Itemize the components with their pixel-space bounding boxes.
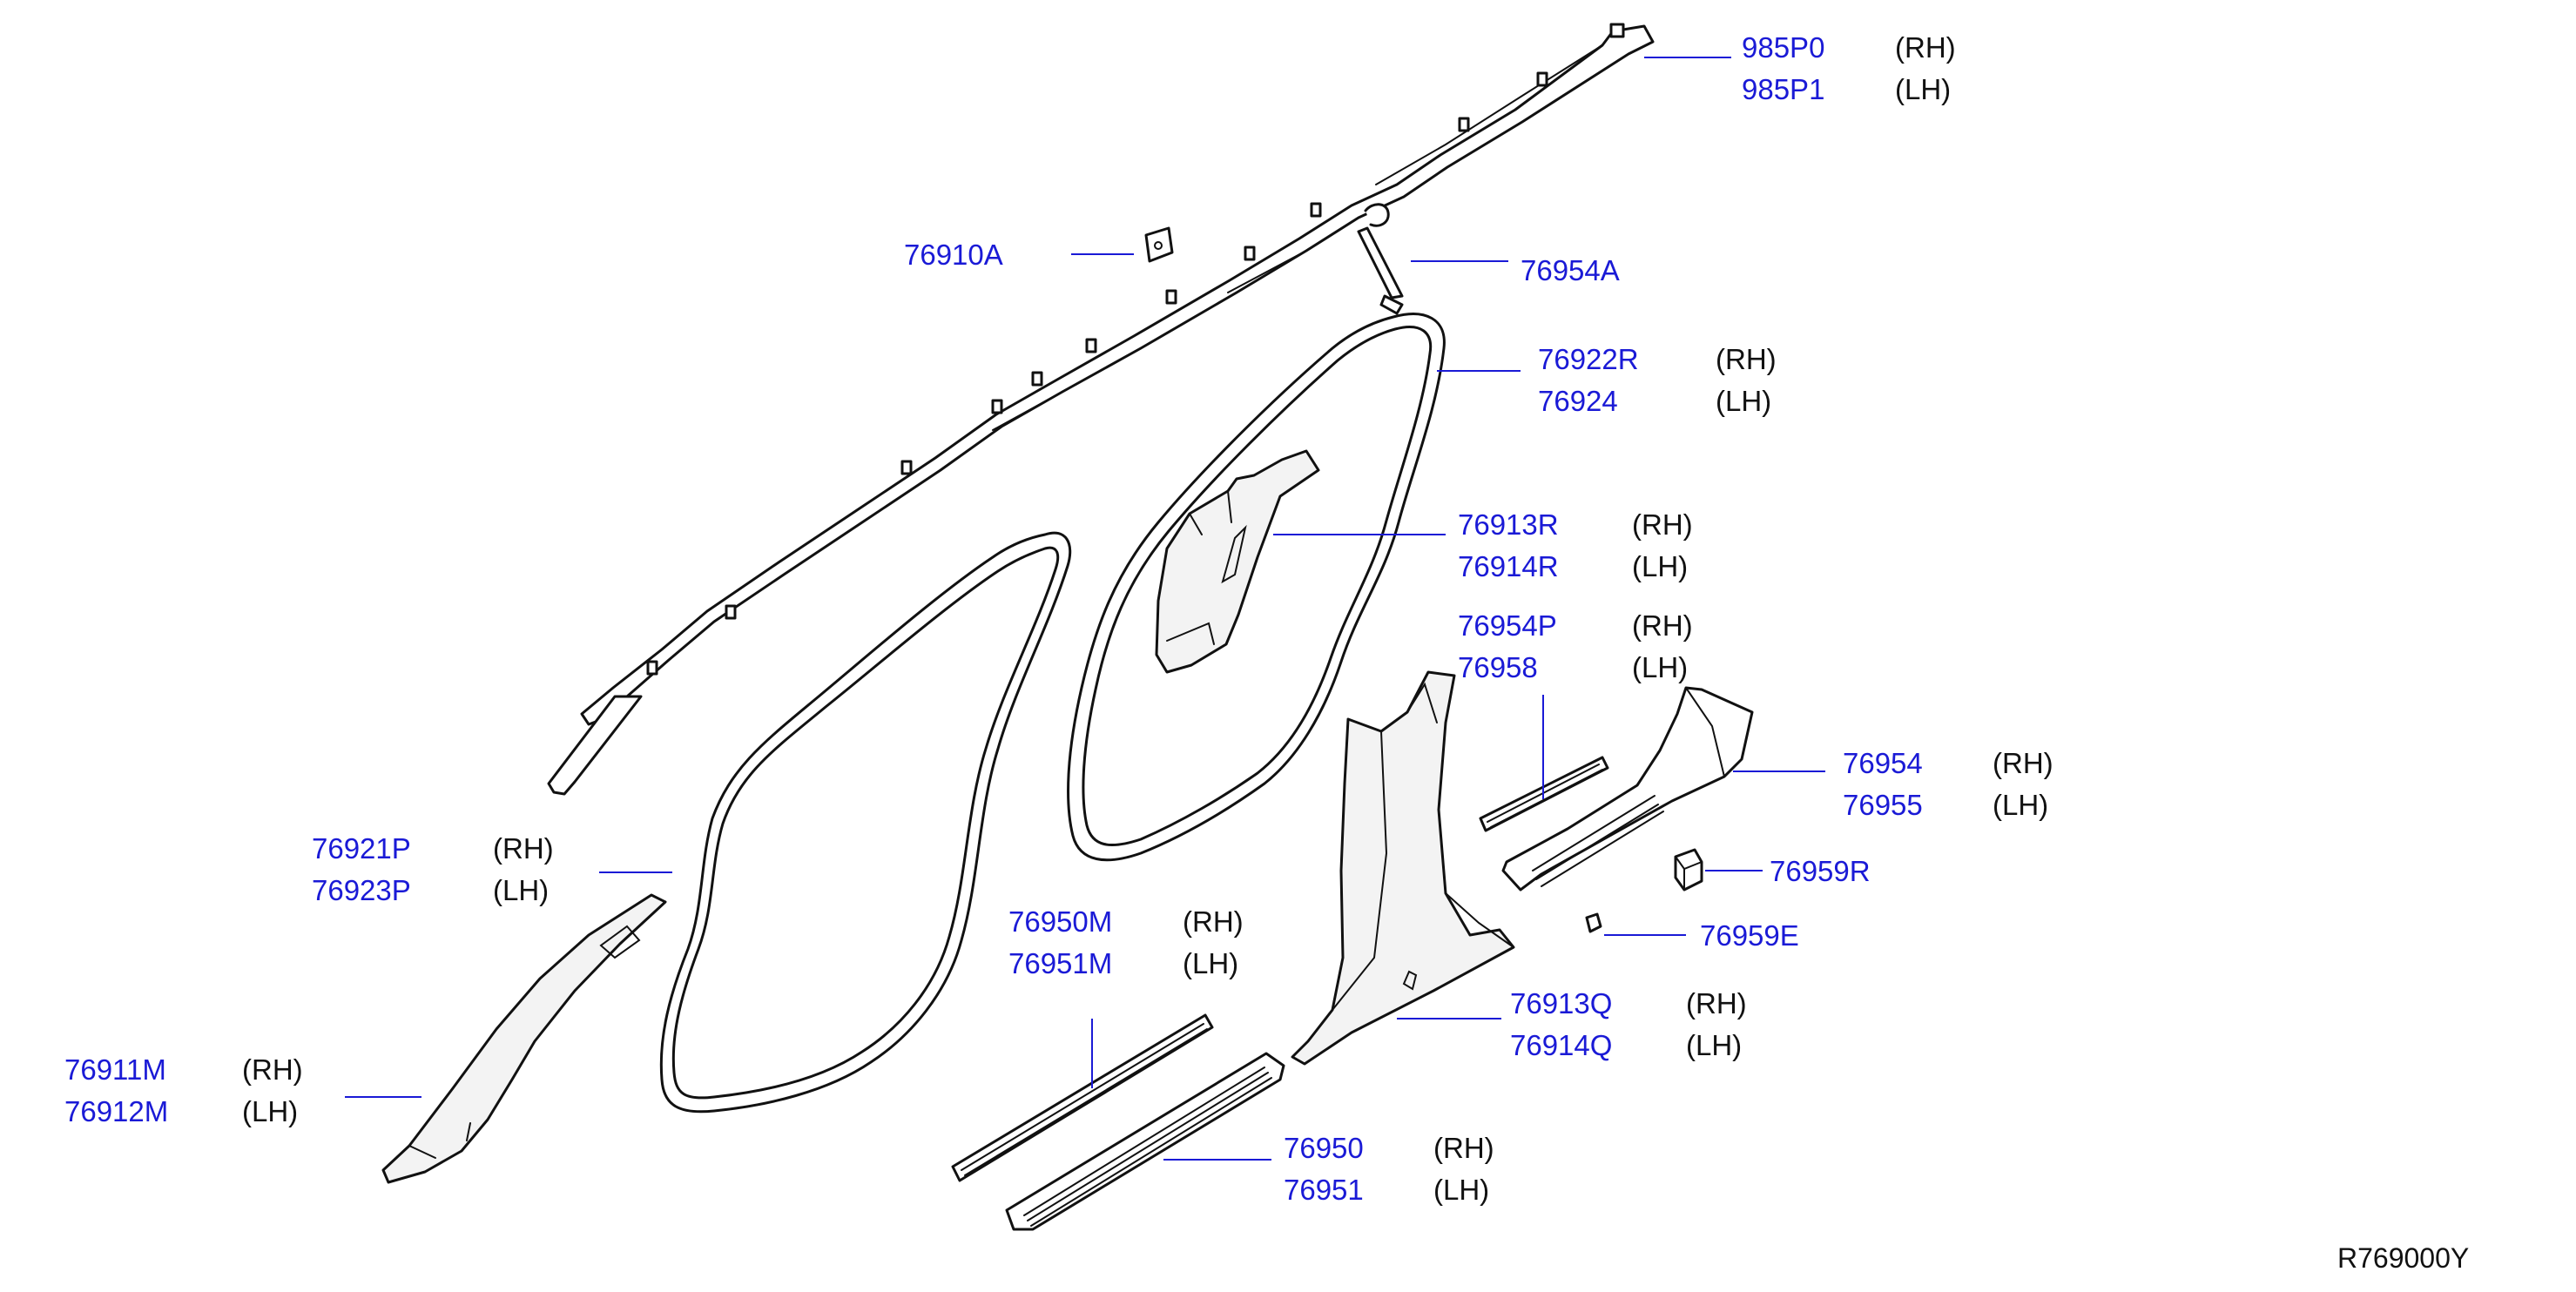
callout-clip-76959e: 76959E xyxy=(1700,919,1799,952)
part-number-985p0[interactable]: 985P0 xyxy=(1742,31,1824,64)
part-number-76954p[interactable]: 76954P xyxy=(1458,609,1557,642)
part-number-76912m[interactable]: 76912M xyxy=(64,1095,168,1127)
side-rh: (RH) xyxy=(1183,905,1244,938)
side-lh: (LH) xyxy=(1183,947,1238,979)
callout-rear-sill-insert: 76954P (RH) 76958 (LH) xyxy=(1458,609,1693,683)
part-number-76950m[interactable]: 76950M xyxy=(1008,905,1112,938)
strap-76954a-drawing xyxy=(1357,226,1404,315)
part-number-76923p[interactable]: 76923P xyxy=(312,874,411,906)
diagram-reference: R769000Y xyxy=(2337,1242,2469,1274)
callout-b-pillar-trim: 76913Q (RH) 76914Q (LH) xyxy=(1510,987,1747,1061)
part-number-76951m[interactable]: 76951M xyxy=(1008,947,1112,979)
callout-clip-76959r: 76959R xyxy=(1770,855,1871,887)
rear-door-seal-drawing xyxy=(1067,313,1446,862)
side-rh: (RH) xyxy=(1632,508,1693,541)
side-lh: (LH) xyxy=(1716,385,1771,417)
side-rh: (RH) xyxy=(1716,343,1777,375)
side-lh: (LH) xyxy=(1686,1029,1742,1061)
part-number-76958[interactable]: 76958 xyxy=(1458,651,1538,683)
side-rh: (RH) xyxy=(1632,609,1693,642)
callout-strap-76954a: 76954A xyxy=(1521,254,1620,286)
side-lh: (LH) xyxy=(1895,73,1951,105)
front-sill-insert-drawing xyxy=(951,1013,1214,1182)
part-number-76914r[interactable]: 76914R xyxy=(1458,550,1559,582)
callout-front-door-seal: 76921P (RH) 76923P (LH) xyxy=(312,832,554,906)
side-rh: (RH) xyxy=(1895,31,1956,64)
callout-c-pillar-trim: 76913R (RH) 76914R (LH) xyxy=(1458,508,1693,582)
part-number-76922r[interactable]: 76922R xyxy=(1538,343,1639,375)
leader-lines xyxy=(345,57,1825,1161)
side-lh: (LH) xyxy=(493,874,549,906)
clip-76959e-drawing xyxy=(1585,912,1602,933)
front-door-seal-drawing xyxy=(659,531,1072,1114)
side-rh: (RH) xyxy=(1993,747,2053,779)
part-number-76911m[interactable]: 76911M xyxy=(64,1053,166,1086)
clip-76959r-drawing xyxy=(1674,848,1703,892)
callout-rear-kicking-plate: 76954 (RH) 76955 (LH) xyxy=(1843,747,2053,821)
part-number-76914q[interactable]: 76914Q xyxy=(1510,1029,1612,1061)
part-number-76950[interactable]: 76950 xyxy=(1284,1132,1364,1164)
part-number-76955[interactable]: 76955 xyxy=(1843,789,1923,821)
part-number-76910a[interactable]: 76910A xyxy=(904,239,1003,271)
part-number-76913r[interactable]: 76913R xyxy=(1458,508,1559,541)
c-pillar-trim-drawing xyxy=(1155,449,1320,674)
callout-front-kicking-plate: 76950 (RH) 76951 (LH) xyxy=(1284,1132,1494,1206)
b-pillar-trim-drawing xyxy=(1291,670,1515,1066)
part-number-76921p[interactable]: 76921P xyxy=(312,832,411,865)
part-number-76959e[interactable]: 76959E xyxy=(1700,919,1799,952)
side-rh: (RH) xyxy=(1686,987,1747,1019)
side-rh: (RH) xyxy=(1433,1132,1494,1164)
side-lh: (LH) xyxy=(1993,789,2048,821)
part-number-76924[interactable]: 76924 xyxy=(1538,385,1618,417)
side-lh: (LH) xyxy=(1433,1174,1489,1206)
side-lh: (LH) xyxy=(1632,651,1688,683)
part-number-76954[interactable]: 76954 xyxy=(1843,747,1923,779)
side-rh: (RH) xyxy=(242,1053,303,1086)
callout-curtain-airbag: 985P0 (RH) 985P1 (LH) xyxy=(1742,31,1956,105)
side-lh: (LH) xyxy=(1632,550,1688,582)
side-lh: (LH) xyxy=(242,1095,298,1127)
part-number-76959r[interactable]: 76959R xyxy=(1770,855,1871,887)
clip-76910a-drawing xyxy=(1144,226,1174,263)
part-number-76913q[interactable]: 76913Q xyxy=(1510,987,1612,1019)
callout-front-sill-insert: 76950M (RH) 76951M (LH) xyxy=(1008,905,1244,979)
rear-kicking-plate-drawing xyxy=(1501,686,1754,892)
callout-clip-76910a: 76910A xyxy=(904,239,1003,271)
a-pillar-trim-drawing xyxy=(381,893,667,1184)
part-number-985p1[interactable]: 985P1 xyxy=(1742,73,1824,105)
side-rh: (RH) xyxy=(493,832,554,865)
part-number-76951[interactable]: 76951 xyxy=(1284,1174,1364,1206)
callout-a-pillar-trim: 76911M (RH) 76912M (LH) xyxy=(64,1053,303,1127)
front-kicking-plate-drawing xyxy=(1005,1052,1285,1231)
callout-rear-door-seal: 76922R (RH) 76924 (LH) xyxy=(1538,343,1777,417)
curtain-airbag-drawing xyxy=(547,23,1655,796)
part-number-76954a[interactable]: 76954A xyxy=(1521,254,1620,286)
